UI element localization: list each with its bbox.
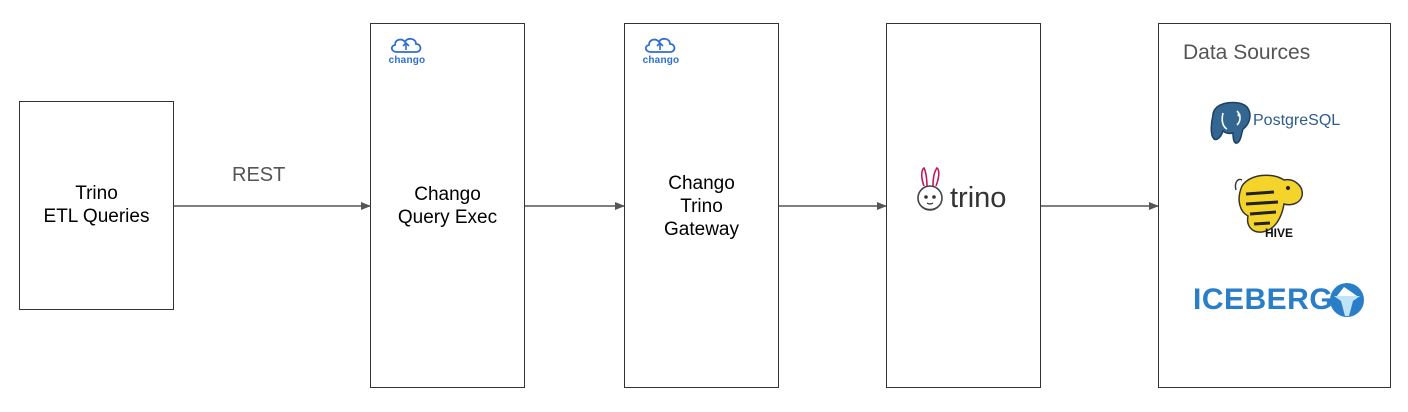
hive-bee-icon [1234,174,1303,233]
edge-label-rest: REST [232,164,286,186]
etl-line-1: Trino [75,183,118,204]
chango-logo: chango [386,34,428,70]
node-trino-etl-queries: Trino ETL Queries [19,101,174,310]
iceberg-logo-text: ICEBERG [1193,283,1334,316]
gateway-line-3: Gateway [664,219,739,240]
postgresql-elephant-icon [1210,101,1251,144]
hive-logo-text: HIVE [1265,226,1294,240]
node-chango-trino-gateway-label: Chango Trino Gateway [625,172,778,241]
etl-line-2: ETL Queries [43,206,150,227]
trino-logo-text: trino [950,182,1007,214]
node-trino-etl-queries-label: Trino ETL Queries [20,182,173,228]
chango-cloud-icon [390,37,422,53]
chango-cloud-icon [644,37,676,53]
query-exec-line-1: Chango [414,184,481,205]
node-chango-query-exec-label: Chango Query Exec [371,183,524,229]
chango-logo-text: chango [642,55,680,66]
iceberg-icon [1330,283,1364,317]
query-exec-line-2: Query Exec [397,207,498,228]
node-trino [886,23,1041,388]
node-chango-trino-gateway: chango Chango Trino Gateway [624,23,779,388]
gateway-line-1: Chango [668,173,735,194]
node-chango-query-exec: chango Chango Query Exec [370,23,525,388]
data-sources-title: Data Sources [1183,41,1311,64]
chango-logo-text: chango [388,55,426,66]
trino-bunny-icon [917,166,943,211]
gateway-line-2: Trino [680,196,723,217]
chango-logo: chango [640,34,682,70]
postgresql-logo-text: PostgreSQL [1253,112,1341,129]
